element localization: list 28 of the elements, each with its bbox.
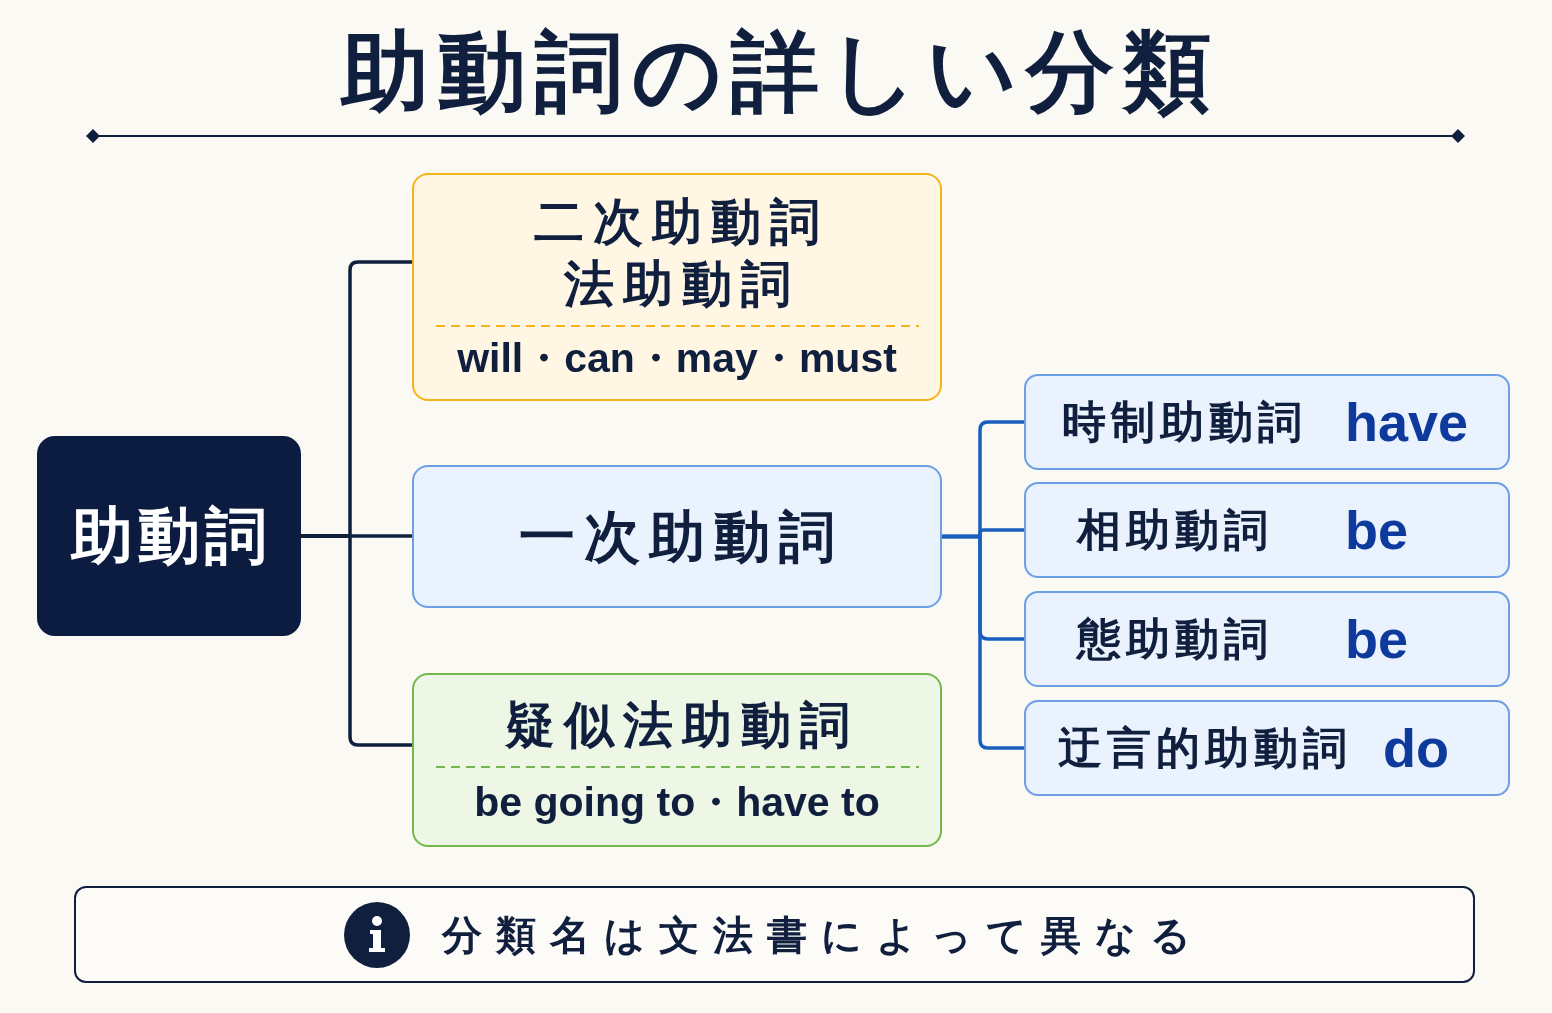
example-verb: be xyxy=(1345,498,1409,562)
example-verb: do xyxy=(1383,716,1449,780)
note-text: 分類名は文法書によって異なる xyxy=(442,910,1205,959)
category-title: 一次助動詞 xyxy=(518,502,844,571)
connector-line xyxy=(301,534,412,747)
category-box xyxy=(412,673,942,847)
example-words: will・can・may・must xyxy=(457,334,897,383)
example-words: be going to・have to xyxy=(474,778,880,827)
note-box xyxy=(74,886,1475,983)
subcategory-name: 態助動詞 xyxy=(1077,613,1273,665)
category-title: 二次助動詞 xyxy=(533,192,829,253)
subcategory-box xyxy=(1024,374,1510,470)
subcategory-name: 相助動詞 xyxy=(1077,504,1273,556)
subcategory-name: 時制助動詞 xyxy=(1062,396,1307,448)
subcategory-box xyxy=(1024,482,1510,578)
category-box xyxy=(412,465,942,608)
main-category-box xyxy=(37,436,301,636)
subcategory-box xyxy=(1024,591,1510,687)
subcategory-name: 迂言的助動詞 xyxy=(1058,722,1352,774)
example-verb: have xyxy=(1345,390,1469,454)
category-box xyxy=(412,173,942,401)
main-category-label: 助動詞 xyxy=(69,498,272,574)
category-title: 法助動詞 xyxy=(562,254,800,315)
page-title: 助動詞の詳しい分類 xyxy=(339,19,1220,125)
subcategory-box xyxy=(1024,700,1510,796)
category-title: 疑似法助動詞 xyxy=(503,695,859,756)
example-verb: be xyxy=(1345,607,1409,671)
connector-line xyxy=(942,534,1024,750)
